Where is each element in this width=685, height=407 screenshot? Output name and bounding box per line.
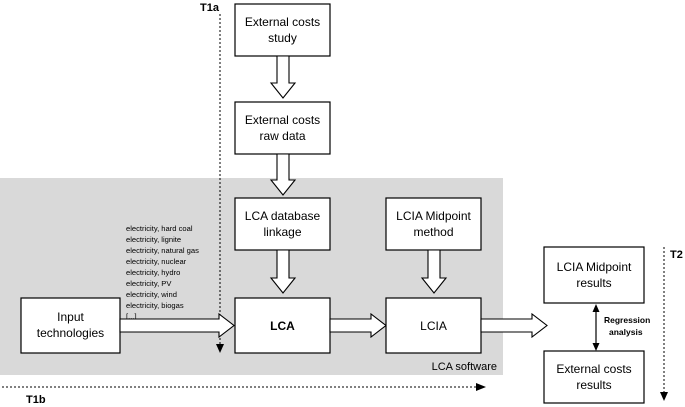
svg-text:LCIA Midpoint: LCIA Midpoint bbox=[557, 260, 632, 274]
svg-text:Input: Input bbox=[57, 310, 84, 324]
regression-arrowhead-down bbox=[592, 343, 600, 351]
technology-item: electricity, lignite bbox=[126, 235, 181, 244]
lca-database-linkage-box: LCA database linkage bbox=[234, 197, 331, 251]
arrow-lca-to-lcia bbox=[329, 312, 387, 339]
svg-text:LCA database: LCA database bbox=[245, 209, 321, 223]
svg-text:LCIA: LCIA bbox=[420, 319, 447, 333]
technology-item: electricity, hard coal bbox=[126, 224, 193, 233]
arrow-raw-data-to-linkage bbox=[269, 153, 297, 196]
svg-text:External costs: External costs bbox=[245, 113, 320, 127]
lcia-midpoint-method-box: LCIA Midpoint method bbox=[385, 197, 482, 251]
svg-text:results: results bbox=[576, 276, 611, 290]
svg-text:External costs: External costs bbox=[556, 362, 631, 376]
lcia-midpoint-results-box: LCIA Midpoint results bbox=[543, 246, 645, 304]
regression-label-line2: analysis bbox=[609, 327, 643, 337]
t1a-arrowhead bbox=[216, 344, 224, 353]
lca-box: LCA bbox=[234, 297, 331, 354]
svg-text:linkage: linkage bbox=[263, 225, 301, 239]
t1b-arrowhead bbox=[476, 383, 486, 391]
t1a-label: T1a bbox=[200, 2, 220, 14]
technology-item: [...] bbox=[126, 312, 137, 321]
svg-text:method: method bbox=[413, 225, 453, 239]
regression-arrowhead-up bbox=[592, 304, 600, 312]
input-technologies-box: Input technologies bbox=[20, 297, 121, 354]
technology-item: electricity, nuclear bbox=[126, 257, 187, 266]
lca-software-label: LCA software bbox=[432, 361, 497, 373]
lcia-box: LCIA bbox=[385, 297, 482, 354]
svg-text:raw data: raw data bbox=[259, 129, 305, 143]
external-costs-raw-data-box: External costs raw data bbox=[234, 101, 331, 155]
svg-text:study: study bbox=[268, 31, 297, 45]
svg-text:technologies: technologies bbox=[37, 326, 104, 340]
t2-arrowhead bbox=[660, 392, 668, 401]
svg-text:External costs: External costs bbox=[245, 15, 320, 29]
svg-text:results: results bbox=[576, 378, 611, 392]
regression-label-line1: Regression bbox=[604, 315, 650, 325]
arrow-input-to-lca bbox=[119, 312, 235, 339]
svg-text:LCA: LCA bbox=[270, 319, 295, 333]
arrow-study-to-raw-data bbox=[269, 55, 297, 99]
arrow-lcia-to-results bbox=[480, 312, 548, 339]
arrow-linkage-to-lca bbox=[269, 249, 297, 294]
technology-item: electricity, wind bbox=[126, 290, 177, 299]
technology-item: electricity, hydro bbox=[126, 268, 180, 277]
technology-list: electricity, hard coal electricity, lign… bbox=[126, 224, 199, 321]
external-costs-results-box: External costs results bbox=[543, 350, 645, 404]
external-costs-study-box: External costs study bbox=[234, 3, 331, 57]
technology-item: electricity, natural gas bbox=[126, 246, 199, 255]
t1b-label: T1b bbox=[26, 394, 46, 406]
svg-text:LCIA Midpoint: LCIA Midpoint bbox=[396, 209, 471, 223]
arrow-method-to-lcia bbox=[420, 249, 448, 294]
technology-item: electricity, PV bbox=[126, 279, 172, 288]
t2-label: T2 bbox=[670, 249, 683, 261]
technology-item: electricity, biogas bbox=[126, 301, 184, 310]
